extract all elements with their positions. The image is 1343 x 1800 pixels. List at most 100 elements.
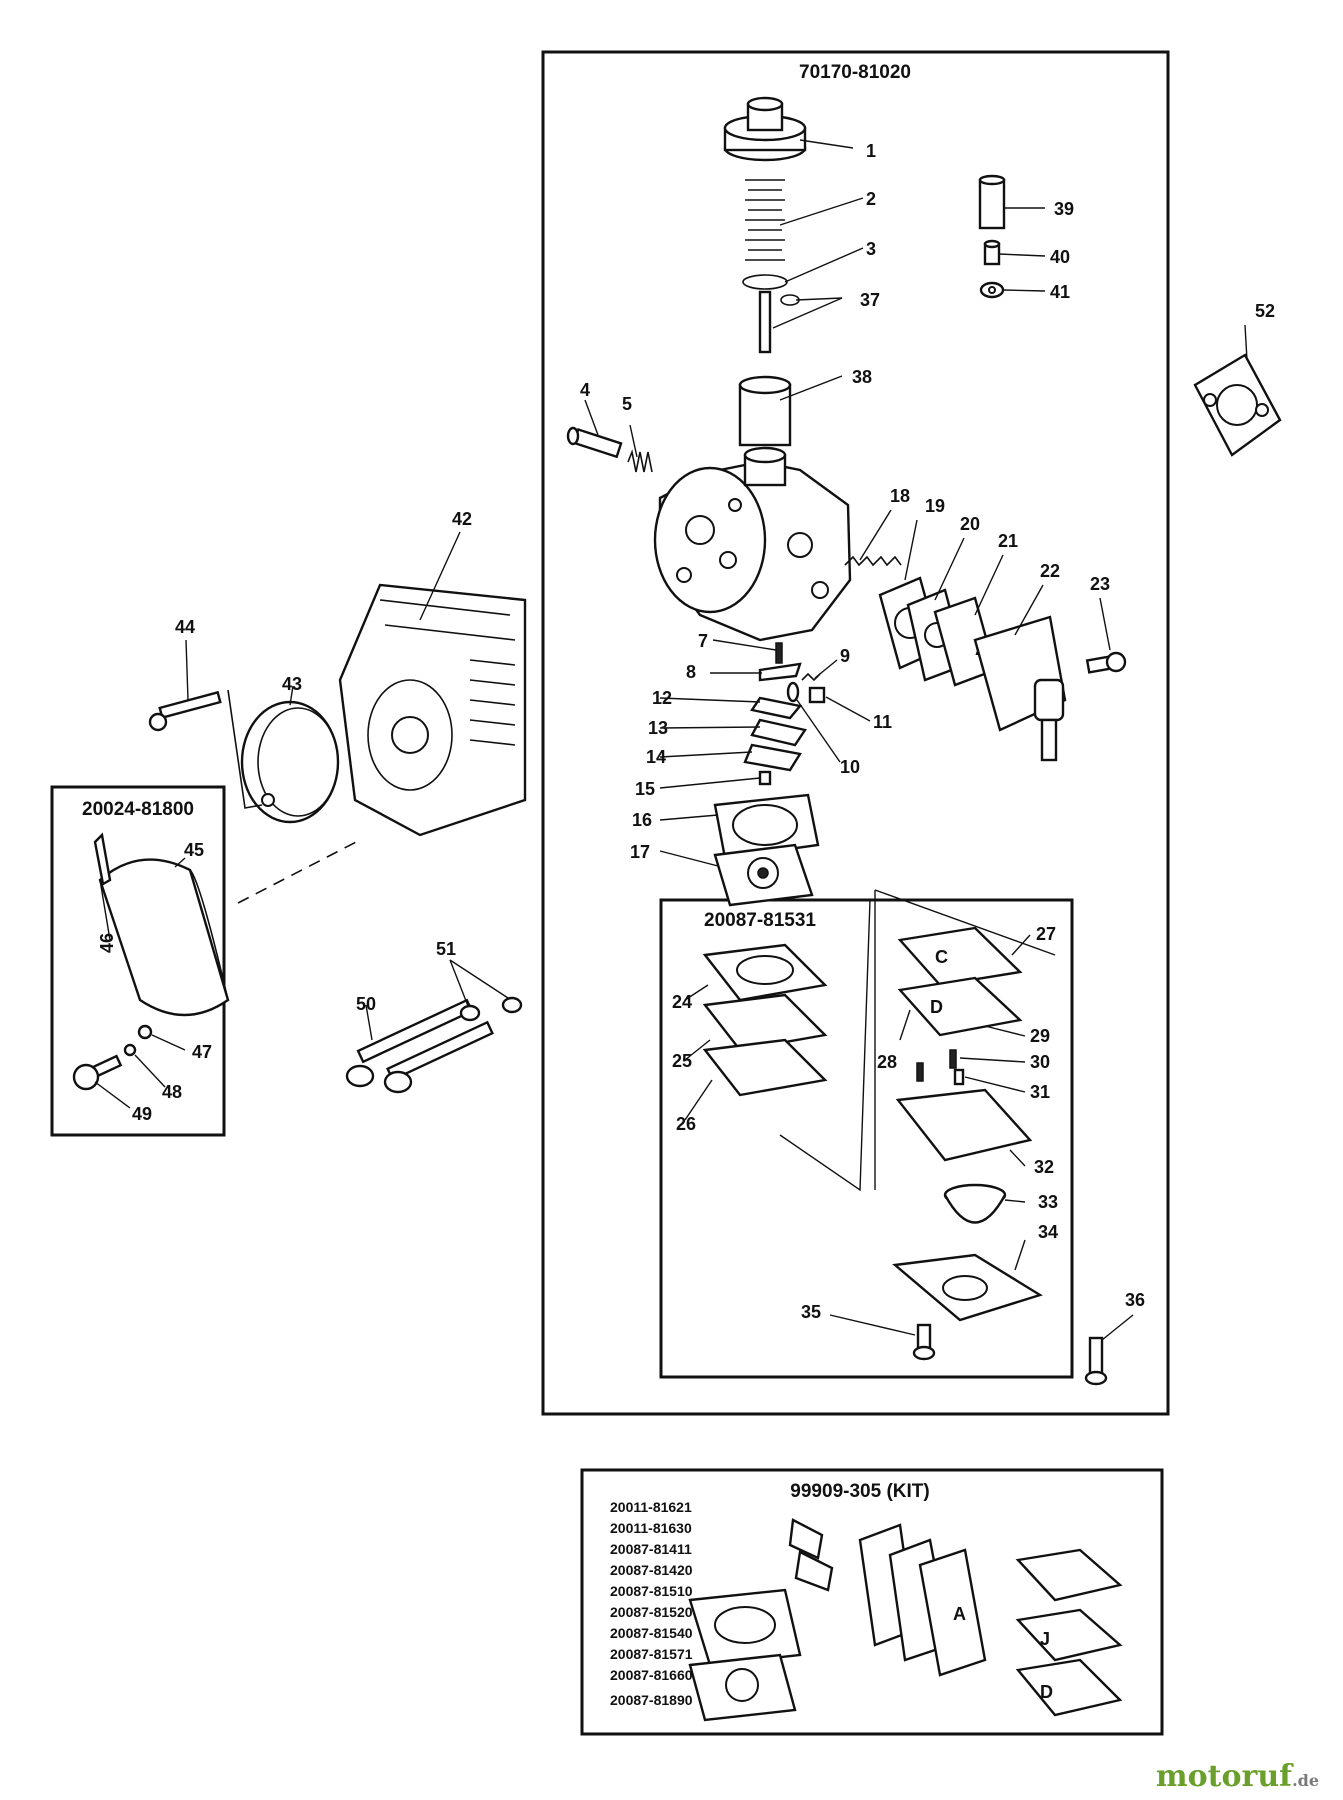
diaphragm-27: C [897, 926, 1023, 987]
kit-pump-gaskets: A [858, 1523, 987, 1677]
callout-25: 25 [672, 1051, 692, 1071]
callout-31: 31 [1030, 1082, 1050, 1102]
callout-47: 47 [192, 1042, 212, 1062]
callout-23: 23 [1090, 574, 1110, 594]
pump-body-32 [895, 1088, 1033, 1162]
kit-part-number: 20087-81540 [610, 1625, 693, 1641]
filter-cover-45 [98, 858, 230, 1017]
callout-32: 32 [1034, 1157, 1054, 1177]
filter-element [240, 700, 340, 824]
callout-39: 39 [1054, 199, 1074, 219]
callout-5: 5 [622, 394, 632, 414]
lever-8 [758, 662, 802, 682]
kit-part-number: 20087-81520 [610, 1604, 693, 1620]
callout-4: 4 [580, 380, 590, 400]
callout-3: 3 [866, 239, 876, 259]
kit-gasket-set [688, 1588, 802, 1722]
callout-34: 34 [1038, 1222, 1058, 1242]
screw-36 [1084, 1336, 1108, 1386]
idle-screw [566, 426, 623, 459]
kit-part-number: 20087-81411 [610, 1541, 692, 1557]
callout-35: 35 [801, 1302, 821, 1322]
site-watermark: motoruf.de [1156, 1759, 1319, 1794]
callout-27: 27 [1036, 924, 1056, 944]
callout-17: 17 [630, 842, 650, 862]
callout-43: 43 [282, 674, 302, 694]
callout-15: 15 [635, 779, 655, 799]
leader-lines [94, 139, 1248, 1341]
screw-11 [808, 686, 826, 704]
repair-kit-box [580, 1468, 1164, 1736]
screw-35 [912, 1323, 936, 1361]
bolt-50b [383, 1020, 494, 1094]
gasket-52 [1193, 353, 1282, 457]
callout-41: 41 [1050, 282, 1070, 302]
throttle-spring [745, 179, 785, 261]
callout-37: 37 [860, 290, 880, 310]
diaphragm-group-box [659, 898, 1074, 1379]
washer-51b [501, 996, 523, 1014]
watermark-tld: .de [1292, 1771, 1319, 1790]
kit-part-number: 20087-81420 [610, 1562, 693, 1578]
throttle-cap [723, 96, 807, 162]
washer [742, 274, 788, 290]
pin-30 [916, 1062, 924, 1082]
callout-44: 44 [175, 617, 195, 637]
pin-15 [758, 770, 772, 786]
callout-42: 42 [452, 509, 472, 529]
carburetor-group-box [541, 50, 1170, 1416]
washer-48 [123, 1043, 137, 1057]
callout-30: 30 [1030, 1052, 1050, 1072]
cover-34 [892, 1253, 1043, 1322]
kit-part-number: 20087-81890 [610, 1692, 693, 1708]
carburetor-part-number: 70170-81020 [799, 62, 911, 83]
gasket-26 [702, 1038, 828, 1097]
washer-51a [459, 1004, 481, 1022]
plate-13 [750, 718, 807, 747]
gasket-24 [702, 943, 828, 1002]
kit-part-number: 20087-81660 [610, 1667, 693, 1683]
plate-14 [743, 743, 802, 772]
callout-22: 22 [1040, 561, 1060, 581]
kit-part-number: 20011-81630 [610, 1520, 692, 1536]
diaphragm-17 [713, 843, 814, 907]
kit-part-list: 20011-81621 20011-81630 20087-81411 2008… [610, 1499, 693, 1708]
svg-text:J: J [1040, 1629, 1050, 1649]
watermark-brand: motoruf [1155, 1759, 1293, 1794]
callout-50: 50 [356, 994, 376, 1014]
pump-cover [973, 615, 1067, 762]
bolt-44-link [227, 689, 263, 809]
callout-45: 45 [184, 840, 204, 860]
callout-16: 16 [632, 810, 652, 830]
gasket-28: D [897, 976, 1023, 1037]
kit-diaphragm-set: J D [1015, 1548, 1123, 1717]
clip-46 [93, 832, 112, 886]
callout-2: 2 [866, 189, 876, 209]
callout-40: 40 [1050, 247, 1070, 267]
washer-47 [137, 1024, 153, 1040]
callout-51: 51 [436, 939, 456, 959]
pin-29 [949, 1049, 957, 1069]
bolt-44 [148, 690, 222, 732]
callout-52: 52 [1255, 301, 1275, 321]
nut-41 [979, 281, 1005, 299]
callout-38: 38 [852, 367, 872, 387]
callout-29: 29 [1030, 1026, 1050, 1046]
callout-26: 26 [676, 1114, 696, 1134]
fitting-40 [983, 239, 1001, 266]
callout-13: 13 [648, 718, 668, 738]
air-filter-part-number: 20024-81800 [82, 799, 194, 820]
callout-24: 24 [672, 992, 692, 1012]
air-filter-group-box [50, 785, 226, 1137]
fitting-39 [978, 174, 1006, 230]
callout-46: 46 [97, 933, 117, 953]
callout-49: 49 [132, 1104, 152, 1124]
spring-18 [844, 555, 902, 567]
callout-48: 48 [162, 1082, 182, 1102]
svg-text:A: A [953, 1604, 966, 1624]
kit-part-number: 20087-81510 [610, 1583, 693, 1599]
callout-20: 20 [960, 514, 980, 534]
assembly-line [237, 839, 361, 904]
svg-text:D: D [930, 997, 943, 1017]
